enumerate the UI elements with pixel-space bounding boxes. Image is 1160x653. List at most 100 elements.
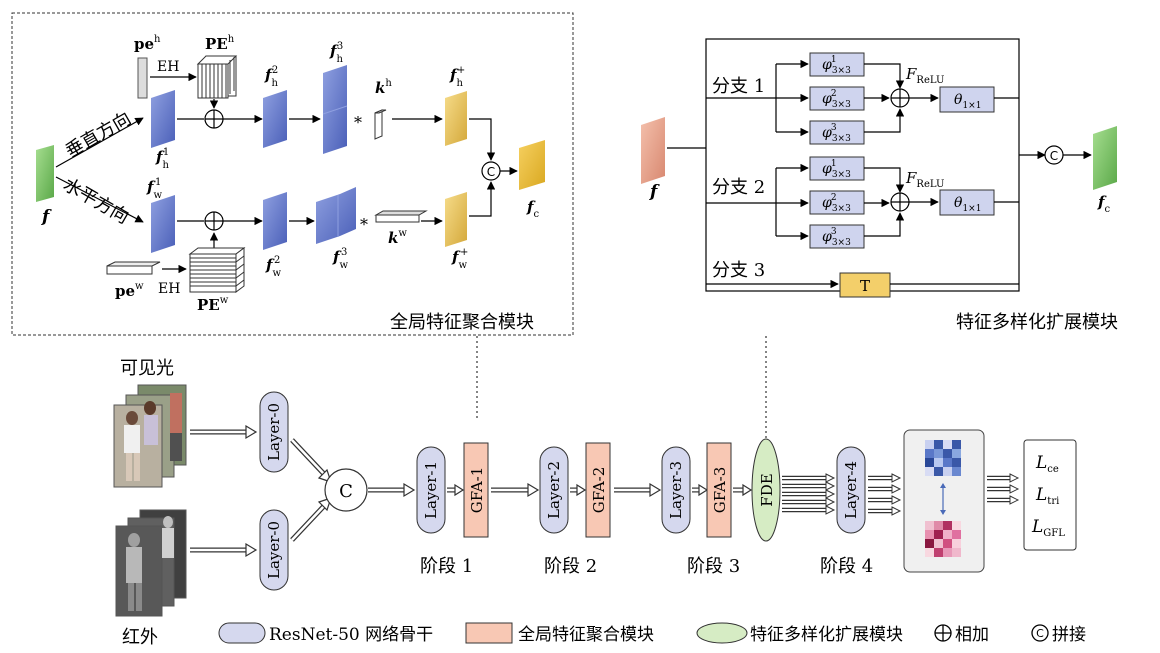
stage2-label: 阶段 2 (544, 556, 597, 577)
grid-arrow-down (940, 510, 946, 515)
legend: ResNet-50 网络骨干 全局特征聚合模块 特征多样化扩展模块 相加 C 拼… (218, 622, 1086, 645)
b2-theta-box: θ1×1 (939, 189, 995, 216)
label-f-h-plus: fh+ (449, 65, 465, 89)
feature-f-h-2 (263, 90, 287, 148)
fde-concat-circle: C (1044, 145, 1064, 165)
fde-module-title: 特征多样化扩展模块 (956, 312, 1118, 333)
b1-phi2-box: φ3×32 (809, 86, 865, 111)
b2-phi1-box: φ3×31 (809, 156, 865, 181)
gfa3-box: GFA-3 (706, 442, 732, 538)
pink-grid (925, 521, 961, 557)
concat-circle-gfa: C (481, 161, 501, 181)
svg-text:GFA-3: GFA-3 (711, 467, 729, 514)
svg-text:GFA-2: GFA-2 (590, 467, 608, 514)
arrow-gfa3-to-fde (733, 483, 753, 497)
fde-input-feature-f (641, 117, 665, 184)
loss-ce: Lce (1035, 453, 1059, 475)
label-k-h: kh (375, 78, 392, 97)
label-f-w-1: fw1 (146, 177, 162, 201)
svg-text:C: C (1036, 627, 1044, 640)
svg-text:Layer-0: Layer-0 (265, 403, 283, 461)
pe-w-vector (106, 261, 161, 275)
legend-fde-label: 特征多样化扩展模块 (750, 625, 903, 645)
svg-text:FDE: FDE (758, 473, 776, 506)
input-feature-f (36, 145, 54, 202)
feature-f-w-1 (151, 195, 175, 253)
feature-grid-panel (903, 429, 985, 573)
svg-text:φ3×33: φ3×33 (822, 123, 851, 144)
kernel-k-w (374, 210, 428, 223)
label-f: f (41, 207, 52, 227)
label-f-h-2: fh2 (264, 65, 278, 89)
svg-text:Layer-2: Layer-2 (545, 461, 563, 519)
svg-text:Layer-1: Layer-1 (422, 461, 440, 519)
b2-phi3-to-add (864, 212, 905, 237)
label-f-w-2: fw2 (265, 255, 281, 279)
add-circle-h (204, 109, 224, 129)
pe-w-block (188, 247, 246, 293)
fde-module-panel: f 分支 1 分支 2 分支 3 φ3×31 φ3×32 φ3×33 (641, 38, 1118, 333)
legend-gfa-swatch (465, 622, 513, 644)
feature-f-h-3-split (322, 105, 348, 115)
label-pe-w: pew (115, 281, 144, 300)
svg-text:T: T (860, 277, 870, 295)
pe-h-block (196, 55, 238, 99)
loss-tri: Ltri (1035, 485, 1059, 507)
fde-label-f-c: fc (1097, 193, 1110, 215)
label-pe-h-big: PEh (205, 34, 235, 53)
branch3-label: 分支 3 (712, 260, 765, 281)
arrow-layer0-infrared-to-concat (290, 497, 332, 542)
svg-text:θ1×1: θ1×1 (954, 195, 981, 214)
label-vertical-direction: 垂直方向 (62, 108, 135, 162)
add-circle-w (204, 211, 224, 231)
loss-gfl: LGFL (1031, 517, 1065, 539)
svg-text:C: C (339, 481, 353, 502)
layer4-box: Layer-4 (836, 446, 866, 534)
stage4-label: 阶段 4 (820, 556, 873, 577)
gfa-module-title: 全局特征聚合模块 (390, 312, 534, 333)
b1-theta-box: θ1×1 (939, 86, 995, 113)
feature-f-w-3 (316, 187, 356, 244)
legend-concat-icon: C (1031, 624, 1049, 642)
label-eh-h: EH (157, 59, 179, 75)
svg-text:C: C (1050, 149, 1058, 163)
branch1-label: 分支 1 (712, 76, 765, 97)
label-f-w-plus: fw+ (451, 247, 468, 271)
legend-backbone-label: ResNet-50 网络骨干 (269, 625, 433, 645)
loss-box: Lce Ltri LGFL (1023, 439, 1077, 551)
feature-f-h-1 (151, 90, 175, 148)
b1-phi1-box: φ3×31 (809, 52, 865, 77)
label-infrared: 红外 (122, 627, 158, 648)
b2-phi1-to-add (864, 167, 905, 193)
b2-phi2-box: φ3×32 (809, 190, 865, 215)
label-horizontal-direction: 水平方向 (60, 174, 133, 228)
legend-concat-label: 拼接 (1052, 625, 1086, 645)
gfa1-box: GFA-1 (463, 442, 489, 538)
arrow-fw-plus-to-concat (469, 181, 496, 217)
kernel-k-h-top (374, 109, 387, 114)
feature-f-h-plus (445, 91, 467, 146)
legend-gfa-label: 全局特征聚合模块 (518, 625, 654, 645)
feature-f-c-gfa (519, 140, 545, 190)
svg-text:C: C (487, 165, 495, 179)
legend-add-icon (934, 624, 952, 642)
grid-arrow-up (940, 483, 946, 488)
layer0-infrared-box: Layer-0 (259, 509, 289, 591)
legend-backbone-swatch (218, 622, 266, 644)
gfa-module-border (11, 12, 574, 336)
svg-text:φ3×31: φ3×31 (822, 55, 851, 76)
svg-text:φ3×33: φ3×33 (822, 227, 851, 248)
svg-text:φ3×31: φ3×31 (822, 159, 851, 180)
label-pe-w-big: PEw (197, 295, 229, 314)
label-f-c-gfa: fc (526, 198, 539, 220)
arrow-visible-to-layer0 (190, 424, 258, 440)
arrow-f-to-vertical (55, 117, 144, 168)
stage3-label: 阶段 3 (687, 556, 740, 577)
fde-label-f: f (649, 182, 660, 202)
label-f-h-3: fh3 (329, 41, 343, 65)
arrows-fde-to-layer4 (782, 473, 836, 515)
pe-h-vector (137, 57, 148, 99)
gfa-module-panel: f 垂直方向 水平方向 peh EH PEh fh1 (11, 12, 574, 336)
svg-text:θ1×1: θ1×1 (954, 92, 981, 111)
